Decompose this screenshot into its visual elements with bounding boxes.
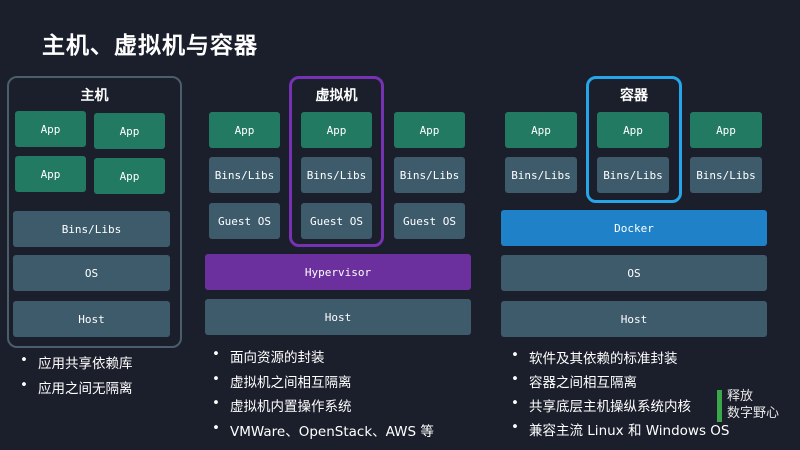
vm-bullet-1: 面向资源的封装 bbox=[212, 346, 434, 366]
watermark-text: 释放 数字野心 bbox=[727, 388, 779, 422]
container-app-3: App bbox=[690, 112, 762, 148]
vm-app-1: App bbox=[209, 112, 280, 148]
host-app-2: App bbox=[94, 113, 165, 149]
host-host-layer: Host bbox=[13, 301, 170, 337]
container-group-outline bbox=[586, 76, 682, 203]
container-app-2: App bbox=[597, 112, 669, 148]
vm-bins-libs-1: Bins/Libs bbox=[209, 157, 280, 193]
host-app-1: App bbox=[15, 111, 86, 147]
container-os-layer: OS bbox=[501, 255, 767, 291]
docker-layer: Docker bbox=[501, 210, 767, 246]
watermark-bar bbox=[717, 390, 722, 422]
container-group-label: 容器 bbox=[620, 88, 648, 104]
container-bins-libs-1: Bins/Libs bbox=[505, 157, 577, 193]
watermark-line-2: 数字野心 bbox=[727, 406, 780, 421]
vm-app-3: App bbox=[394, 112, 465, 148]
vm-guest-os-2: Guest OS bbox=[301, 203, 372, 239]
container-bullet-3: 共享底层主机操纵系统内核 bbox=[511, 395, 730, 415]
vm-bullet-4: VMWare、OpenStack、AWS 等 bbox=[212, 420, 434, 440]
container-bullet-2: 容器之间相互隔离 bbox=[511, 371, 730, 391]
vm-bullet-3: 虚拟机内置操作系统 bbox=[212, 395, 434, 415]
vm-bullet-list: 面向资源的封装 虚拟机之间相互隔离 虚拟机内置操作系统 VMWare、OpenS… bbox=[212, 346, 434, 444]
container-host-layer: Host bbox=[501, 301, 767, 337]
host-bullet-2: 应用之间无隔离 bbox=[20, 377, 133, 397]
host-group-outline bbox=[7, 76, 182, 348]
container-bins-libs-3: Bins/Libs bbox=[690, 157, 762, 193]
container-bullet-list: 软件及其依赖的标准封装 容器之间相互隔离 共享底层主机操纵系统内核 兼容主流 L… bbox=[511, 347, 730, 443]
container-bullet-1: 软件及其依赖的标准封装 bbox=[511, 347, 730, 367]
host-bullet-1: 应用共享依赖库 bbox=[20, 352, 133, 372]
host-bins-libs-layer: Bins/Libs bbox=[13, 211, 170, 247]
hypervisor-layer: Hypervisor bbox=[205, 254, 471, 290]
host-app-4: App bbox=[94, 158, 165, 194]
host-group-label: 主机 bbox=[80, 88, 109, 104]
host-bullet-list: 应用共享依赖库 应用之间无隔离 bbox=[20, 352, 133, 401]
host-app-3: App bbox=[15, 156, 86, 192]
vm-bins-libs-2: Bins/Libs bbox=[301, 157, 372, 193]
container-app-1: App bbox=[505, 112, 577, 148]
container-bullet-4: 兼容主流 Linux 和 Windows OS bbox=[511, 419, 730, 439]
vm-guest-os-1: Guest OS bbox=[209, 203, 280, 239]
page-title: 主机、虚拟机与容器 bbox=[42, 33, 258, 59]
vm-app-2: App bbox=[301, 112, 372, 148]
host-os-layer: OS bbox=[13, 255, 170, 291]
vm-host-layer: Host bbox=[205, 299, 471, 335]
vm-group-outline bbox=[289, 76, 384, 247]
vm-guest-os-3: Guest OS bbox=[394, 203, 465, 239]
watermark-line-1: 释放 bbox=[727, 389, 754, 404]
vm-group-label: 虚拟机 bbox=[315, 88, 358, 104]
container-bins-libs-2: Bins/Libs bbox=[597, 157, 669, 193]
vm-bins-libs-3: Bins/Libs bbox=[394, 157, 465, 193]
vm-bullet-2: 虚拟机之间相互隔离 bbox=[212, 371, 434, 391]
